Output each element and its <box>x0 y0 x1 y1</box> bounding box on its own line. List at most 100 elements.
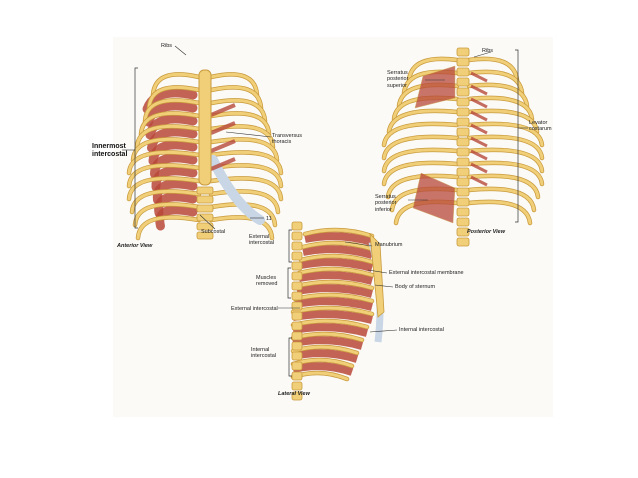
vertebra-lateral <box>291 251 303 261</box>
rib-anterior-right <box>209 72 259 97</box>
rib-lateral <box>297 267 374 277</box>
rib-posterior <box>467 187 536 212</box>
rib-anterior-right <box>209 98 267 123</box>
rib-anterior-left <box>130 189 201 214</box>
vertebra-lateral <box>291 391 303 401</box>
vertebra-posterior <box>456 117 470 127</box>
rib-posterior <box>467 96 534 121</box>
label-lateral-view: Lateral View <box>278 391 310 397</box>
levator-costarum-muscle <box>470 123 488 135</box>
rib-anterior-left <box>147 85 201 110</box>
rib-posterior <box>387 109 459 134</box>
vertebra-anterior <box>196 204 214 213</box>
vertebra-lateral <box>291 361 303 371</box>
vertebra-lateral <box>291 321 303 331</box>
intercostal-muscle-anterior <box>154 192 198 218</box>
rib-anterior-left <box>143 98 201 123</box>
vertebra-posterior <box>456 237 470 247</box>
levator-costarum-muscle <box>470 110 488 122</box>
label-serratus-posterior-inferior: Serratus posterior inferior <box>375 194 397 213</box>
intercostal-muscle-lateral <box>298 271 374 285</box>
vertebra-posterior <box>456 227 470 237</box>
label-subcostal: Subcostal <box>201 229 226 235</box>
transversus-thoracis-muscle <box>210 157 236 171</box>
rib-anterior-left <box>151 72 201 97</box>
vertebra-posterior <box>456 217 470 227</box>
vertebra-lateral <box>291 231 303 241</box>
vertebra-lateral <box>291 291 303 301</box>
vertebra-posterior <box>456 147 470 157</box>
rib-anterior-left <box>136 215 201 240</box>
rib-anterior-left <box>133 202 201 227</box>
label-ribs-posterior: Ribs <box>482 48 494 54</box>
vertebra-posterior <box>456 47 470 57</box>
intercostal-muscle-anterior <box>150 153 198 179</box>
vertebra-anterior <box>196 231 214 240</box>
bracket-innermost-intercostal <box>134 67 138 229</box>
label-anterior-view: Anterior View <box>117 243 153 249</box>
vertebra-lateral <box>291 271 303 281</box>
label-muscles-removed: Muscles removed <box>256 275 278 288</box>
rib-posterior <box>382 135 459 160</box>
vertebra-lateral <box>291 281 303 291</box>
rib-anterior-left <box>127 176 201 201</box>
levator-costarum-muscle <box>470 71 488 83</box>
rib-posterior <box>467 57 519 82</box>
intercostal-muscle-anterior <box>151 166 198 192</box>
label-posterior-view: Posterior View <box>467 229 506 235</box>
rib-anterior-right <box>209 85 263 110</box>
vertebra-lateral <box>291 301 303 311</box>
intercostal-muscle-anterior <box>147 127 198 153</box>
rib-posterior <box>382 122 459 147</box>
leader-transversus-thoracis <box>225 131 272 138</box>
vertebra-lateral <box>291 221 303 231</box>
intercostal-muscle-anterior <box>152 179 198 205</box>
levator-costarum-muscle <box>470 136 488 148</box>
rib-anterior-left <box>127 163 201 188</box>
rib-posterior <box>466 186 537 213</box>
leader-ribs-anterior <box>174 45 187 56</box>
label-external-intercostal-top: External intercostal <box>249 234 275 247</box>
leader-ribs-posterior <box>473 51 492 58</box>
intercostal-muscle-lateral <box>304 232 374 246</box>
sternum-lateral <box>369 232 385 318</box>
intercostal-muscle-anterior <box>148 140 198 166</box>
vertebra-lateral <box>291 331 303 341</box>
levator-costarum-muscle <box>470 149 488 161</box>
leader-subcostal <box>199 214 216 230</box>
vertebra-posterior <box>456 167 470 177</box>
rib-posterior <box>386 174 459 199</box>
rib-anterior-right <box>209 202 277 227</box>
vertebra-lateral <box>291 351 303 361</box>
leader-manubrium <box>344 241 373 247</box>
rib-lateral <box>299 254 374 264</box>
rib-anterior-left <box>131 137 201 162</box>
vertebra-posterior <box>456 177 470 187</box>
label-transversus-thoracis: Transversus thoracis <box>272 133 303 146</box>
rib-posterior <box>382 161 459 186</box>
label-internal-intercostal-left: Internal intercostal <box>251 347 277 360</box>
vertebra-posterior <box>456 107 470 117</box>
rib-anterior-right <box>209 189 280 214</box>
rib-lateral <box>303 228 374 238</box>
vertebra-anterior <box>196 195 214 204</box>
vertebra-posterior <box>456 187 470 197</box>
label-ribs-anterior: Ribs <box>161 43 173 49</box>
transversus-thoracis-muscle <box>210 103 236 117</box>
vertebra-posterior <box>456 137 470 147</box>
vertebra-posterior <box>456 57 470 67</box>
vertebra-lateral <box>291 381 303 391</box>
rib-anterior-left <box>127 150 201 175</box>
rib-posterior <box>467 200 532 225</box>
rib-anterior-left <box>139 111 201 136</box>
vertebra-anterior <box>196 186 214 195</box>
rib-posterior <box>467 148 544 173</box>
leader-body-of-sternum <box>374 284 394 288</box>
vertebra-posterior <box>456 157 470 167</box>
serratus-posterior-inferior-muscle <box>412 172 456 224</box>
intercostal-muscle-lateral <box>300 258 374 272</box>
bracket-internal-intercostal <box>288 337 292 377</box>
vertebra-posterior <box>456 67 470 77</box>
vertebra-posterior <box>456 207 470 217</box>
